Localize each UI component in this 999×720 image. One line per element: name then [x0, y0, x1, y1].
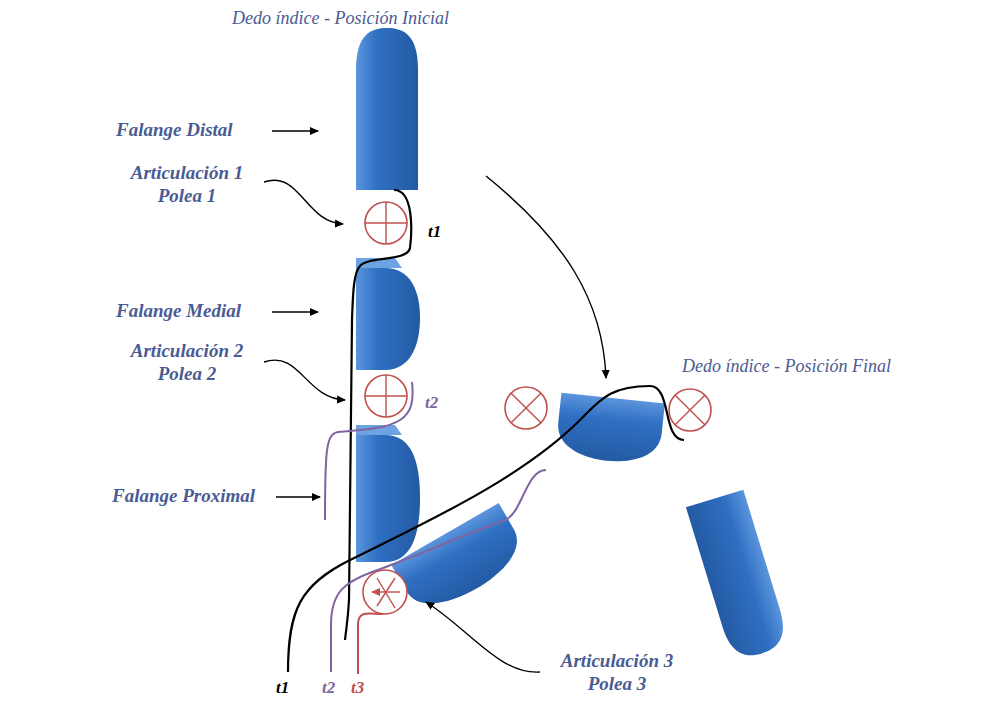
pointer-arrow — [264, 360, 345, 400]
tendon-label: t1 — [428, 222, 441, 242]
tendon-label: t2 — [322, 678, 335, 698]
pulley-2 — [365, 375, 407, 417]
part-label: Dedo índice - Posición Final — [682, 356, 891, 378]
tendon-label: t2 — [425, 393, 438, 413]
pulley-2-final — [496, 378, 555, 437]
distal-phalanx-final — [686, 490, 791, 662]
tendon-t2 — [325, 382, 413, 520]
pointer-arrow — [426, 602, 540, 672]
pointer-arrow — [272, 311, 318, 312]
pointer-arrow — [276, 496, 320, 497]
tendon-t3 — [358, 614, 383, 674]
tendon-label: t3 — [351, 678, 364, 698]
pointer-arrow — [264, 180, 343, 224]
part-label: Articulación 2 Polea 2 — [112, 340, 262, 386]
pulley-1 — [365, 202, 407, 244]
part-label: Articulación 1 Polea 1 — [112, 162, 262, 208]
part-label: Articulación 3 Polea 3 — [542, 650, 692, 696]
pointer-arrow — [272, 130, 318, 131]
tendon-t1-final — [288, 386, 684, 672]
proximal-phalanx-final — [391, 503, 530, 620]
motion-arrow — [486, 176, 606, 378]
tendon-t2-final — [331, 470, 546, 672]
part-label: Falange Proximal — [112, 485, 255, 508]
tendon-t1 — [345, 190, 411, 640]
pulley-3 — [363, 570, 407, 614]
pulley-1-final — [660, 380, 719, 439]
part-label: Falange Medial — [116, 300, 241, 323]
distal-phalanx — [356, 28, 418, 190]
part-label: Falange Distal — [116, 119, 233, 142]
part-label: Dedo índice - Posición Inicial — [232, 8, 449, 30]
medial-phalanx — [356, 258, 420, 370]
tendon-label: t1 — [276, 678, 289, 698]
